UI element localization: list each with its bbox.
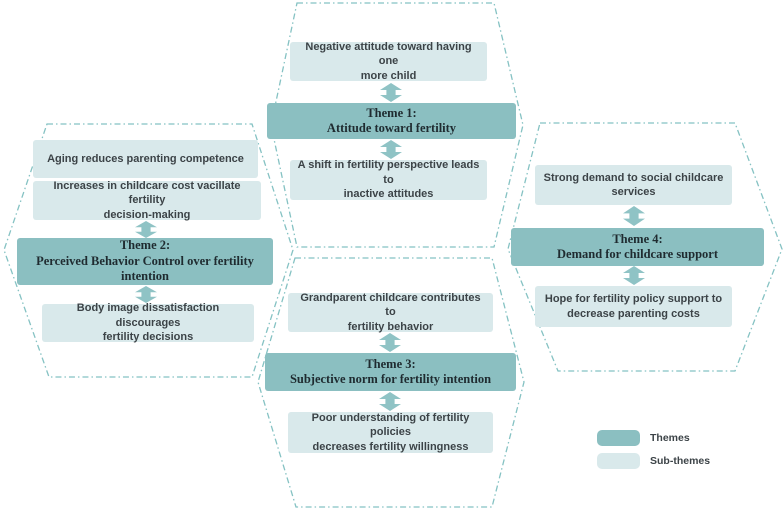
hexagon-theme4 [507,122,783,372]
double-headed-arrow-icon [135,286,157,303]
theme1-title-box: Theme 1: Attitude toward fertility [267,103,516,139]
double-headed-arrow-icon [379,333,401,352]
theme1-arrow-top [379,83,403,102]
theme4-arrow-bottom [622,266,646,285]
theme3-subtheme-top: Grandparent childcare contributes to fer… [288,292,493,333]
legend-subtheme-label: Sub-themes [650,455,711,467]
legend-theme-swatch [597,430,640,446]
theme3-arrow-top [378,333,402,352]
theme4-subtheme-top: Strong demand to social childcare servic… [535,165,732,205]
theme2-title-box: Theme 2: Perceived Behavior Control over… [17,238,273,285]
theme1-subtheme-top: Negative attitude toward having one more… [290,41,487,82]
double-headed-arrow-icon [379,392,401,411]
double-headed-arrow-icon [380,140,402,159]
theme2-arrow-bottom [134,286,158,303]
theme3-title-box: Theme 3: Subjective norm for fertility i… [265,353,516,391]
theme3-subtheme-bottom: Poor understanding of fertility policies… [288,412,493,453]
double-headed-arrow-icon [380,83,402,102]
double-headed-arrow-icon [135,221,157,238]
theme2-subtheme-top-a: Aging reduces parenting competence [33,140,258,178]
theme4-title-box: Theme 4: Demand for childcare support [511,228,764,266]
double-headed-arrow-icon [623,266,645,285]
double-headed-arrow-icon [623,206,645,226]
theme3-arrow-bottom [378,392,402,411]
theme2-subtheme-top-b: Increases in childcare cost vacillate fe… [33,180,261,221]
theme2-arrow-top [134,221,158,238]
theme1-arrow-bottom [379,140,403,159]
theme1-subtheme-bottom: A shift in fertility perspective leads t… [290,159,487,200]
legend-theme-label: Themes [650,432,690,444]
theme4-subtheme-bottom: Hope for fertility policy support to dec… [535,286,732,327]
theme4-arrow-top [622,206,646,226]
hexagon-theme2 [3,123,294,378]
theme2-subtheme-bottom: Body image dissatisfaction discourages f… [42,302,254,343]
legend-subtheme-swatch [597,453,640,469]
